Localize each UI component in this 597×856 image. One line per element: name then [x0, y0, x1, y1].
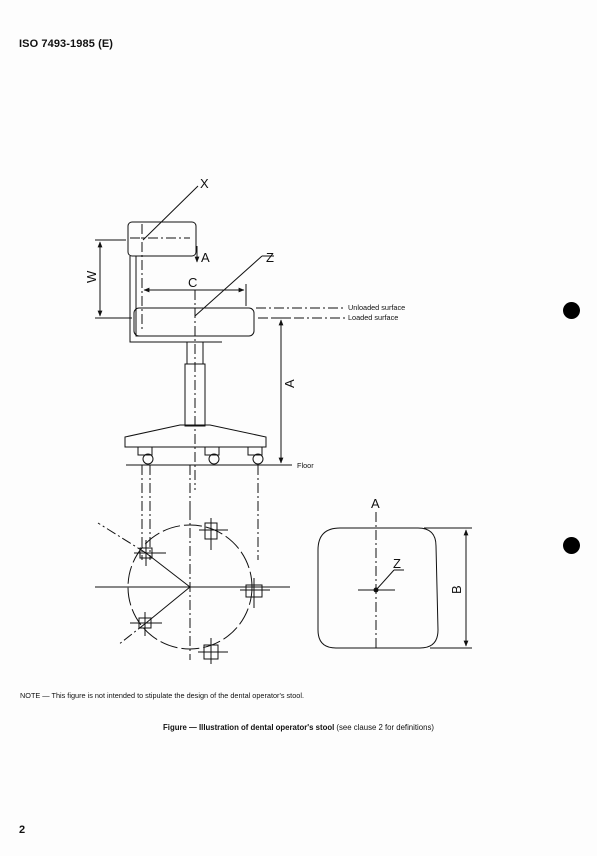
- label-a-plan: A: [371, 496, 380, 511]
- caster-plan: [130, 612, 162, 636]
- caption-reference: (see clause 2 for definitions): [334, 723, 434, 732]
- label-z-side: Z: [266, 250, 274, 265]
- punch-hole: [563, 302, 580, 319]
- label-b: B: [449, 585, 464, 594]
- caster-plan: [199, 518, 228, 550]
- caster: [204, 447, 220, 465]
- caster-plan: [240, 578, 270, 608]
- label-c: C: [188, 275, 197, 290]
- punch-hole: [563, 537, 580, 554]
- label-w: W: [84, 270, 99, 283]
- caption-title: Figure — Illustration of dental operator…: [163, 723, 335, 732]
- backrest: [127, 221, 197, 257]
- page-number: 2: [19, 824, 26, 836]
- figure-note: NOTE — This figure is not intended to st…: [20, 691, 304, 700]
- document-header: ISO 7493-1985 (E): [19, 38, 114, 50]
- caster: [247, 447, 264, 465]
- label-x: X: [200, 176, 209, 191]
- seat-plan: [317, 527, 439, 649]
- seat-cushion: [133, 307, 255, 337]
- label-unloaded-surface: Unloaded surface: [348, 303, 405, 312]
- label-loaded-surface: Loaded surface: [348, 313, 398, 322]
- stool-base: [124, 424, 267, 448]
- caster-plan: [134, 540, 166, 566]
- label-a-top: A: [201, 250, 210, 265]
- label-a-height: A: [282, 379, 297, 388]
- figure-caption: Figure — Illustration of dental operator…: [0, 723, 597, 732]
- label-z-plan: Z: [393, 556, 401, 571]
- caster-plan: [198, 638, 228, 664]
- label-floor: Floor: [297, 461, 314, 470]
- caster: [137, 447, 154, 465]
